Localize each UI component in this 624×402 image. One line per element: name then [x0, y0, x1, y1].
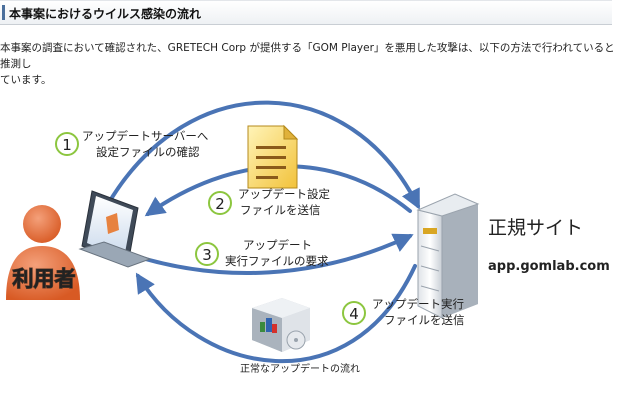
arrow-step-4 — [135, 264, 417, 364]
description-line-2: ています。 — [0, 74, 52, 86]
server-icon — [416, 193, 480, 319]
section-title: 本事案におけるウイルス感染の流れ — [9, 7, 202, 21]
site-title: 正規サイト — [488, 217, 583, 239]
laptop-icon — [78, 190, 152, 268]
step-3: 3 アップデート 実行ファイルの要求 — [195, 238, 329, 268]
title-accent-mark — [2, 5, 5, 20]
site-domain: app.gomlab.com — [488, 259, 610, 274]
step-4-number: 4 — [349, 305, 359, 323]
software-package-icon — [252, 298, 310, 352]
step-3-line-2: 実行ファイルの要求 — [225, 254, 329, 268]
step-1-line-2: 設定ファイルの確認 — [96, 145, 200, 159]
step-2: 2 アップデート設定 ファイルを送信 — [208, 187, 330, 217]
step-1-line-1: アップデートサーバーへ — [82, 129, 208, 143]
description-line-1: 本事案の調査において確認された、GRETECH Corp が提供する「GOM P… — [0, 42, 615, 70]
description-text: 本事案の調査において確認された、GRETECH Corp が提供する「GOM P… — [0, 40, 618, 88]
user-icon — [6, 205, 80, 300]
step-1-number: 1 — [62, 136, 72, 154]
step-4-line-1: アップデート実行 — [372, 297, 464, 311]
section-title-bar: 本事案におけるウイルス感染の流れ — [0, 0, 612, 25]
arrow-step-3 — [118, 233, 414, 275]
step-2-line-2: ファイルを送信 — [240, 203, 321, 217]
step-2-line-1: アップデート設定 — [238, 187, 330, 201]
step-1: 1 アップデートサーバーへ 設定ファイルの確認 — [55, 129, 208, 159]
document-icon — [247, 124, 299, 189]
step-3-number: 3 — [202, 246, 212, 264]
arrow-step-1 — [106, 100, 420, 210]
infection-flow-diagram: 利用者 正規サイト app.gomlab.com 正常なアップデートの流れ — [6, 100, 610, 375]
diagram-caption: 正常なアップデートの流れ — [240, 362, 360, 375]
step-4: 4 アップデート実行 ファイルを送信 — [342, 297, 465, 327]
step-3-line-1: アップデート — [243, 238, 312, 252]
step-2-number: 2 — [215, 195, 225, 213]
user-label: 利用者 — [13, 267, 76, 291]
step-4-line-2: ファイルを送信 — [384, 313, 465, 327]
